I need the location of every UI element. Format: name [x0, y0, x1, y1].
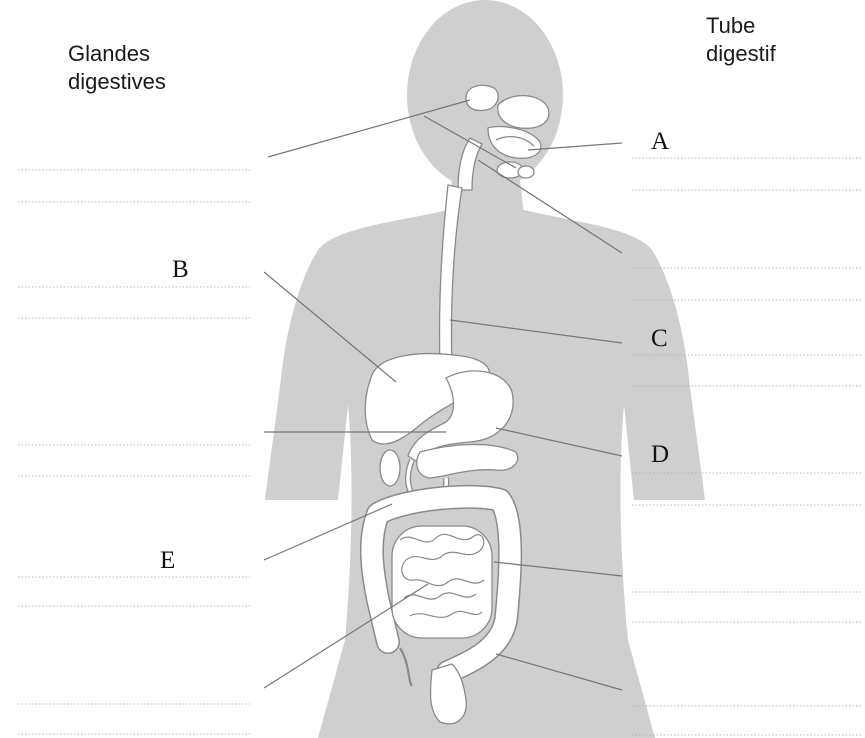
- label-d: D: [651, 441, 669, 469]
- sublingual-gland: [518, 166, 534, 178]
- nasal-cavity: [498, 96, 549, 129]
- small-intestine: [392, 526, 492, 638]
- parotid-gland: [466, 85, 498, 110]
- label-e: E: [160, 547, 175, 575]
- label-a: A: [651, 128, 669, 156]
- label-c: C: [651, 325, 668, 353]
- gallbladder: [380, 450, 400, 486]
- label-b: B: [172, 256, 189, 284]
